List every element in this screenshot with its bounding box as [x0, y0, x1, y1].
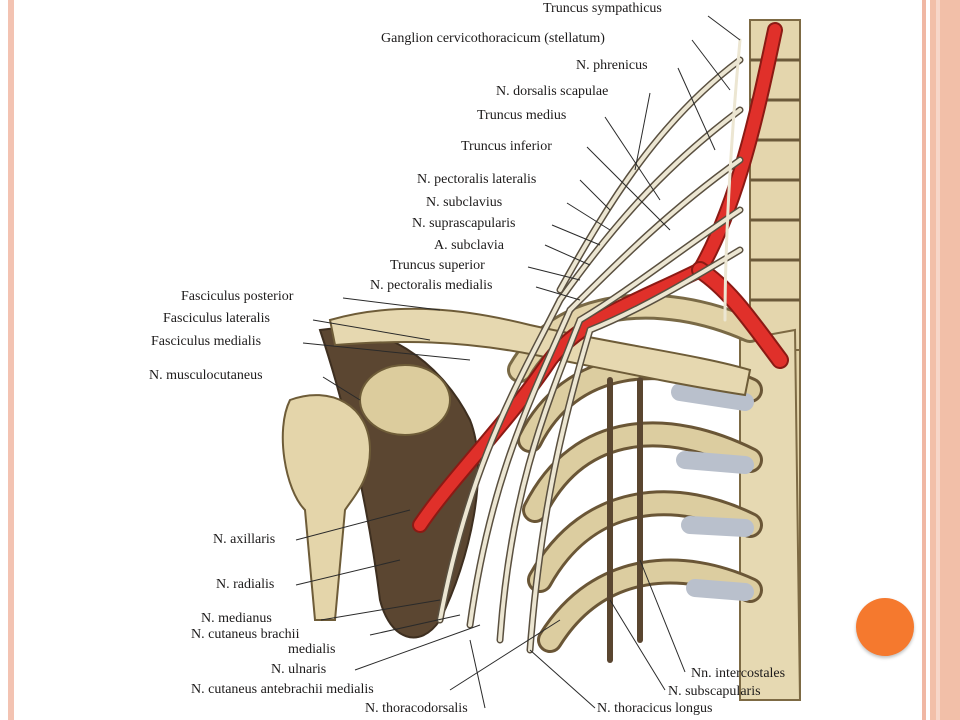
label-n-medianus: N. medianus — [201, 611, 272, 626]
label-fasciculus-medialis: Fasciculus medialis — [151, 334, 262, 349]
label-n-subclavius: N. subclavius — [426, 195, 503, 210]
label-n-axillaris: N. axillaris — [213, 532, 276, 547]
label-n-thoracicus-longus: N. thoracicus longus — [597, 701, 713, 716]
label-truncus-superior: Truncus superior — [390, 258, 485, 273]
label-n-cutaneus-antebrachii-medialis: N. cutaneus antebrachii medialis — [191, 682, 374, 697]
label-n-pectoralis-medialis: N. pectoralis medialis — [370, 278, 493, 293]
clavicle — [328, 307, 752, 397]
humerus — [281, 364, 451, 621]
label-n-musculocutaneus: N. musculocutaneus — [149, 368, 263, 383]
brachial-plexus-illustration — [281, 15, 802, 709]
label-n-radialis: N. radialis — [216, 577, 275, 592]
decorative-orange-circle — [856, 598, 914, 656]
label-n-subscapularis: N. subscapularis — [668, 684, 761, 699]
label-n-ulnaris: N. ulnaris — [271, 662, 327, 677]
label-nn-intercostales: Nn. intercostales — [691, 666, 786, 681]
label-fasciculus-posterior: Fasciculus posterior — [181, 289, 294, 304]
label-n-suprascapularis: N. suprascapularis — [412, 216, 516, 231]
label-truncus-sympathicus: Truncus sympathicus — [543, 1, 662, 16]
label-n-phrenicus: N. phrenicus — [576, 58, 648, 73]
anatomy-figure: Truncus sympathicus Ganglion cervicothor… — [140, 0, 820, 720]
right-frame-border — [922, 0, 960, 720]
label-truncus-inferior: Truncus inferior — [461, 139, 552, 154]
label-medialis: medialis — [288, 642, 336, 657]
label-truncus-medius: Truncus medius — [477, 108, 567, 123]
label-fasciculus-lateralis: Fasciculus lateralis — [163, 311, 270, 326]
label-n-dorsalis-scapulae: N. dorsalis scapulae — [496, 84, 609, 99]
label-n-cutaneus-brachii: N. cutaneus brachii — [191, 627, 300, 642]
subclavian-artery — [412, 22, 789, 533]
label-a-subclavia: A. subclavia — [434, 238, 504, 253]
leader-lines — [295, 15, 741, 709]
left-frame-stripe — [8, 0, 14, 720]
brachial-plexus-nerves — [436, 38, 744, 654]
label-n-thoracodorsalis: N. thoracodorsalis — [365, 701, 468, 716]
label-ganglion-stellatum: Ganglion cervicothoracicum (stellatum) — [381, 31, 605, 46]
label-n-pectoralis-lateralis: N. pectoralis lateralis — [417, 172, 537, 187]
